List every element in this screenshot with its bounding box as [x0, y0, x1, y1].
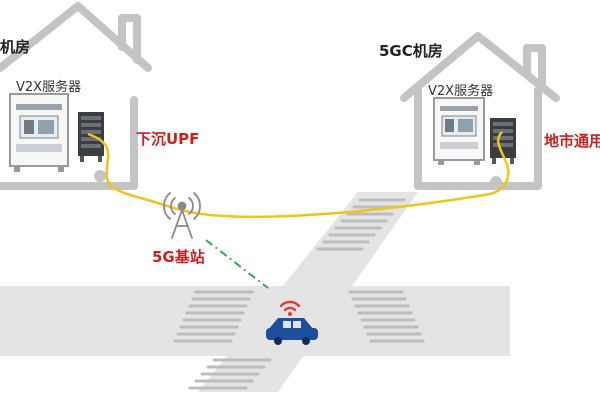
fiber-cable [87, 131, 510, 219]
radio-link [205, 239, 269, 289]
right-room-title: 5GC机房 [379, 42, 443, 60]
wifi-signal-icon [279, 300, 301, 316]
right-server-cabinet [433, 97, 485, 165]
left-upf-label: 下沉UPF [136, 130, 200, 148]
left-machine-room [0, 2, 152, 190]
left-server-cabinet [9, 93, 69, 172]
left-house-outline [0, 2, 152, 190]
right-machine-room [400, 32, 560, 190]
base-station-antenna-icon [163, 192, 201, 239]
right-house-outline [400, 32, 560, 190]
left-upf-rack [78, 112, 104, 162]
left-server-label: V2X服务器 [16, 80, 82, 95]
right-upf-label: 地市通用 [544, 132, 600, 150]
right-upf-rack [490, 118, 516, 164]
car-icon [266, 318, 318, 345]
crosswalk-stripes [173, 198, 425, 390]
left-room-title: 机房 [0, 38, 31, 56]
road [0, 192, 510, 392]
right-cable-joint [490, 176, 502, 188]
left-cable-joint [94, 170, 106, 182]
right-server-label: V2X服务器 [428, 84, 494, 99]
base-station-label: 5G基站 [152, 248, 205, 266]
